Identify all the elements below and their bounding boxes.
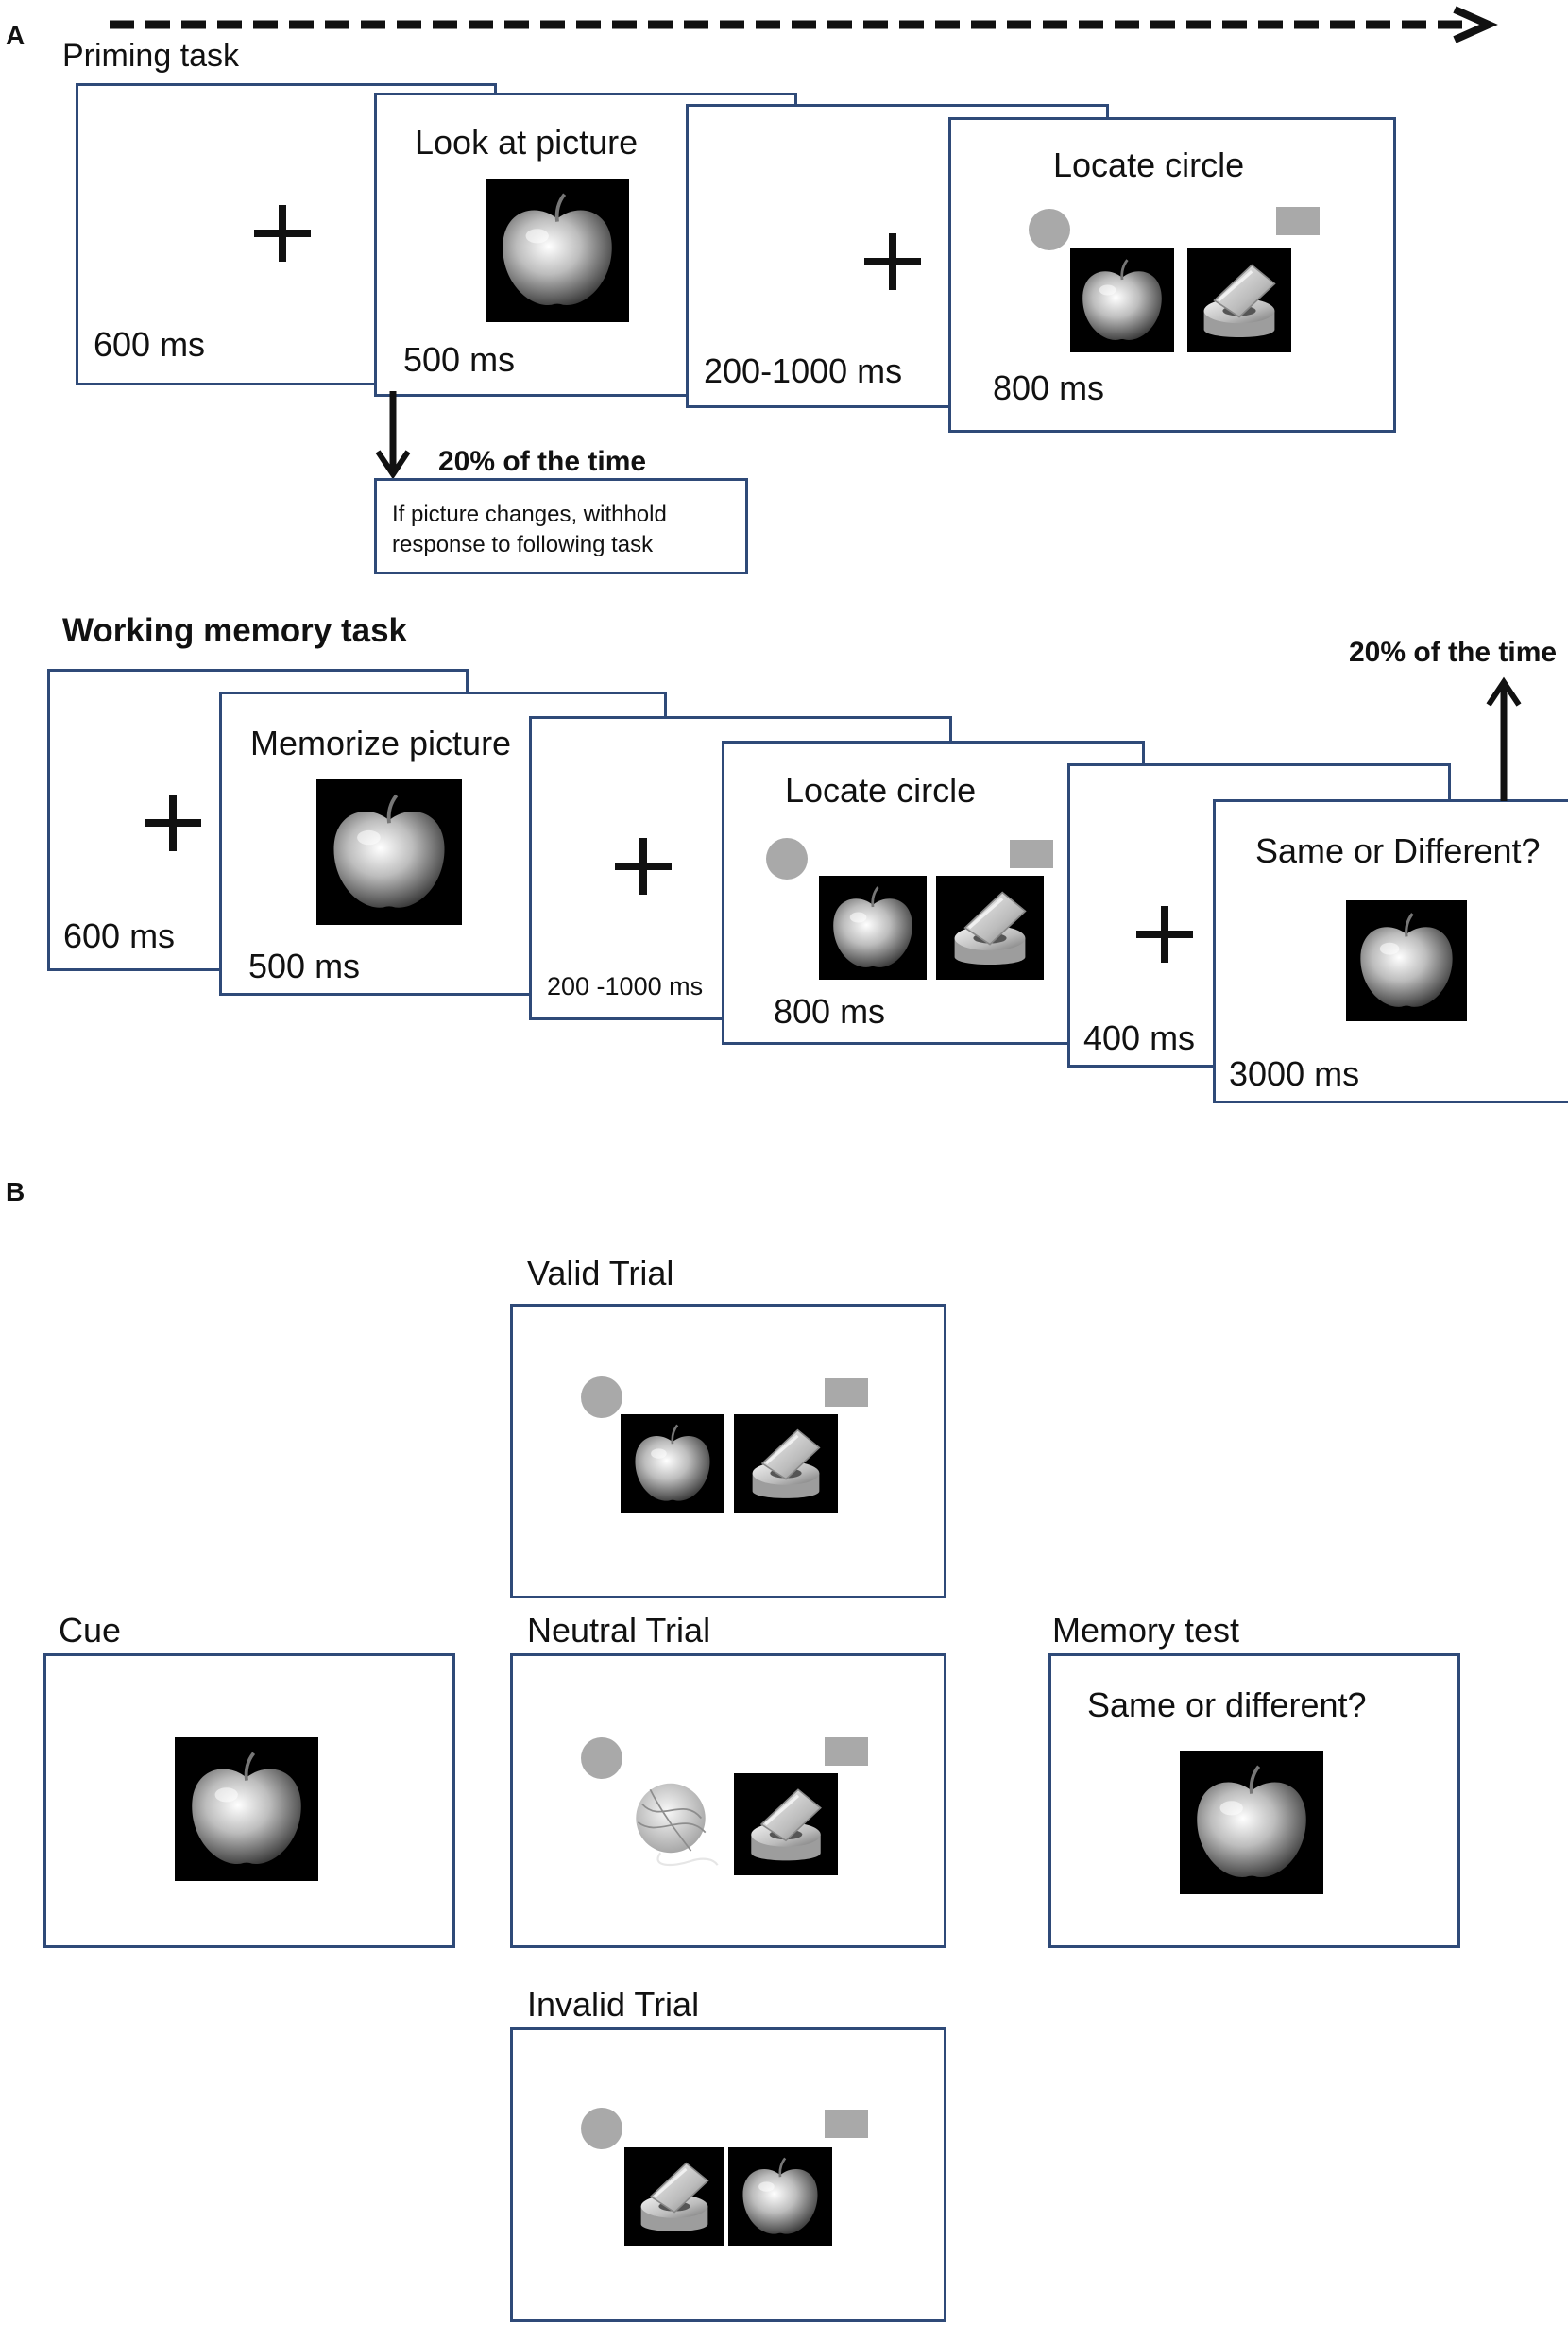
target-circle (1029, 209, 1070, 250)
apple-photo (1180, 1751, 1323, 1894)
wm-screen2-instruction: Memorize picture (250, 724, 512, 762)
memory-test-question: Same or different? (1087, 1685, 1367, 1724)
yarn-ball-icon (617, 1773, 724, 1875)
branch-up-arrow (1486, 676, 1522, 801)
fixation-cross-icon (254, 205, 311, 262)
priming-branch-label: 20% of the time (438, 446, 647, 477)
wm-screen6-question: Same or Different? (1255, 831, 1541, 870)
memory-test-title: Memory test (1052, 1611, 1240, 1650)
apple-photo (316, 779, 462, 925)
distractor-rectangle (1010, 840, 1053, 868)
wm-screen-test: Same or Different? 3000 ms (1213, 799, 1568, 1103)
target-circle (581, 1737, 622, 1779)
apple-icon (1070, 248, 1174, 352)
fixation-cross-icon (145, 795, 201, 851)
priming-task-title: Priming task (62, 38, 240, 74)
panel-a-label: A (6, 21, 26, 50)
priming-branch-note-line1: If picture changes, withhold (392, 502, 667, 527)
cue-title: Cue (59, 1611, 122, 1650)
apple-icon (819, 876, 927, 980)
apple-photo (728, 2147, 832, 2246)
distractor-rectangle (1276, 207, 1320, 235)
wm-screen4-time: 800 ms (774, 992, 886, 1031)
apple-photo (621, 1414, 724, 1513)
wm-screen4-instruction: Locate circle (785, 771, 977, 810)
tape-photo (624, 2147, 724, 2246)
priming-screen1-time: 600 ms (94, 325, 206, 364)
apple-icon (1180, 1751, 1323, 1894)
priming-screen2-time: 500 ms (403, 340, 516, 379)
tape-roll-icon (734, 1773, 838, 1875)
priming-screen2-instruction: Look at picture (415, 123, 639, 162)
target-circle (766, 838, 808, 880)
apple-photo (819, 876, 927, 980)
apple-icon (486, 179, 629, 322)
apple-icon (175, 1737, 318, 1881)
tape-roll-icon (734, 1414, 838, 1513)
apple-icon (316, 779, 462, 925)
priming-screen4-instruction: Locate circle (1053, 145, 1245, 184)
target-circle (581, 2108, 622, 2149)
tape-roll-icon (1187, 248, 1291, 352)
timeline-arrow (110, 6, 1498, 43)
apple-photo (1070, 248, 1174, 352)
apple-icon (728, 2147, 832, 2246)
wm-branch-label: 20% of the time (1349, 637, 1558, 668)
fixation-cross-icon (615, 838, 672, 895)
tape-roll-icon (936, 876, 1044, 980)
priming-screen4-time: 800 ms (993, 368, 1105, 407)
tape-photo (734, 1414, 838, 1513)
tape-photo (1187, 248, 1291, 352)
valid-trial-title: Valid Trial (527, 1254, 674, 1292)
yarn-photo (617, 1773, 724, 1875)
apple-icon (1346, 900, 1467, 1021)
apple-photo (486, 179, 629, 322)
apple-photo (1346, 900, 1467, 1021)
invalid-trial-screen (510, 2027, 946, 2322)
fixation-cross-icon (864, 233, 921, 290)
neutral-trial-screen (510, 1653, 946, 1948)
distractor-rectangle (825, 2110, 868, 2138)
panel-b-label: B (6, 1177, 26, 1206)
target-circle (581, 1376, 622, 1418)
valid-trial-screen (510, 1304, 946, 1598)
priming-screen-locate: Locate circle 800 ms (948, 117, 1396, 433)
tape-roll-icon (624, 2147, 724, 2246)
wm-screen1-time: 600 ms (63, 916, 176, 955)
priming-branch-note-line2: response to following task (392, 532, 654, 557)
wm-screen2-time: 500 ms (248, 947, 361, 985)
memory-test-screen: Same or different? (1048, 1653, 1460, 1948)
cue-screen (43, 1653, 455, 1948)
wm-screen5-time: 400 ms (1083, 1018, 1196, 1057)
priming-branch-note-box: If picture changes, withhold response to… (374, 478, 748, 574)
apple-photo (175, 1737, 318, 1881)
tape-photo (734, 1773, 838, 1875)
wm-screen3-time: 200 -1000 ms (547, 972, 704, 1000)
distractor-rectangle (825, 1737, 868, 1766)
invalid-trial-title: Invalid Trial (527, 1985, 700, 2024)
priming-screen3-time: 200-1000 ms (704, 351, 903, 390)
distractor-rectangle (825, 1378, 868, 1407)
tape-photo (936, 876, 1044, 980)
fixation-cross-icon (1136, 906, 1193, 963)
neutral-trial-title: Neutral Trial (527, 1611, 711, 1650)
apple-icon (621, 1414, 724, 1513)
branch-down-arrow (375, 391, 411, 480)
working-memory-title: Working memory task (62, 612, 408, 649)
wm-screen6-time: 3000 ms (1229, 1054, 1360, 1093)
